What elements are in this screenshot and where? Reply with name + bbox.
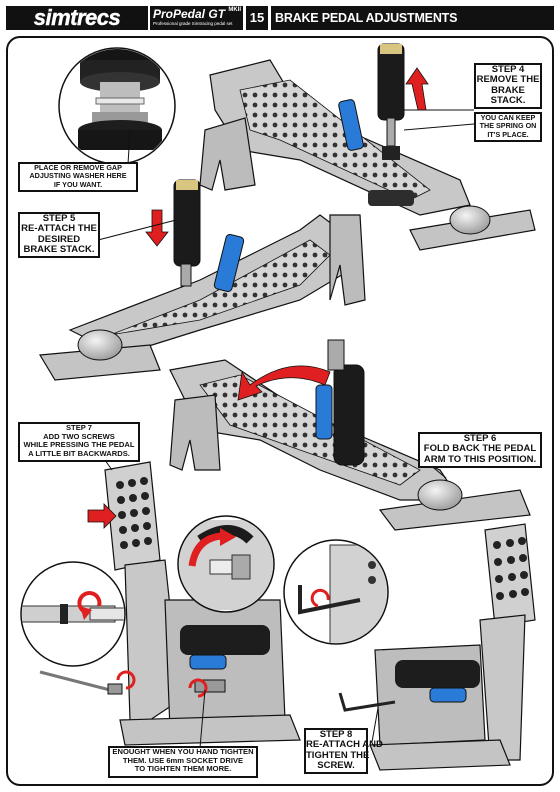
screw-detail-zoom — [177, 515, 275, 613]
product-mark: MKII — [228, 7, 242, 13]
brand-logo: simtrecs — [6, 5, 148, 30]
spring-detail-zoom — [58, 47, 176, 165]
page-frame — [6, 36, 554, 786]
step4-note: YOU CAN KEEP THE SPRING ON IT'S PLACE. — [474, 112, 542, 142]
product-badge: ProPedal GT MKII Professional grade Simt… — [150, 6, 243, 30]
product-subtitle: Professional grade Simtracing pedal set — [153, 21, 233, 26]
step8-callout: STEP 8 RE-ATTACH AND TIGHTEN THE SCREW. — [304, 728, 383, 774]
step6-callout: STEP 6 FOLD BACK THE PEDAL ARM TO THIS P… — [418, 432, 542, 468]
tighten-note: ENOUGHT WHEN YOU HAND TIGHTEN THEM. USE … — [108, 746, 258, 778]
pedal-assembly-step7 — [39, 461, 301, 746]
pedal-assembly-step4 — [199, 43, 536, 251]
allen-key-detail-zoom — [283, 539, 389, 645]
step5-callout: STEP 5 RE-ATTACH THE DESIRED BRAKE STACK… — [18, 212, 100, 258]
page-header: simtrecs ProPedal GT MKII Professional g… — [0, 0, 560, 30]
page-number: 15 — [246, 6, 268, 30]
step7-callout: STEP 7 ADD TWO SCREWS WHILE PRESSING THE… — [18, 422, 140, 462]
product-name: ProPedal GT — [153, 7, 226, 21]
pedal-assembly-step5 — [38, 179, 366, 381]
page-title: BRAKE PEDAL ADJUSTMENTS — [271, 6, 554, 30]
tool-detail-zoom — [20, 561, 126, 667]
pedal-assembly-step6 — [169, 339, 531, 531]
washer-note: PLACE OR REMOVE GAP ADJUSTING WASHER HER… — [18, 162, 138, 192]
step4-callout: STEP 4 REMOVE THE BRAKE STACK. — [474, 63, 542, 109]
pedal-assembly-step8 — [338, 523, 536, 771]
